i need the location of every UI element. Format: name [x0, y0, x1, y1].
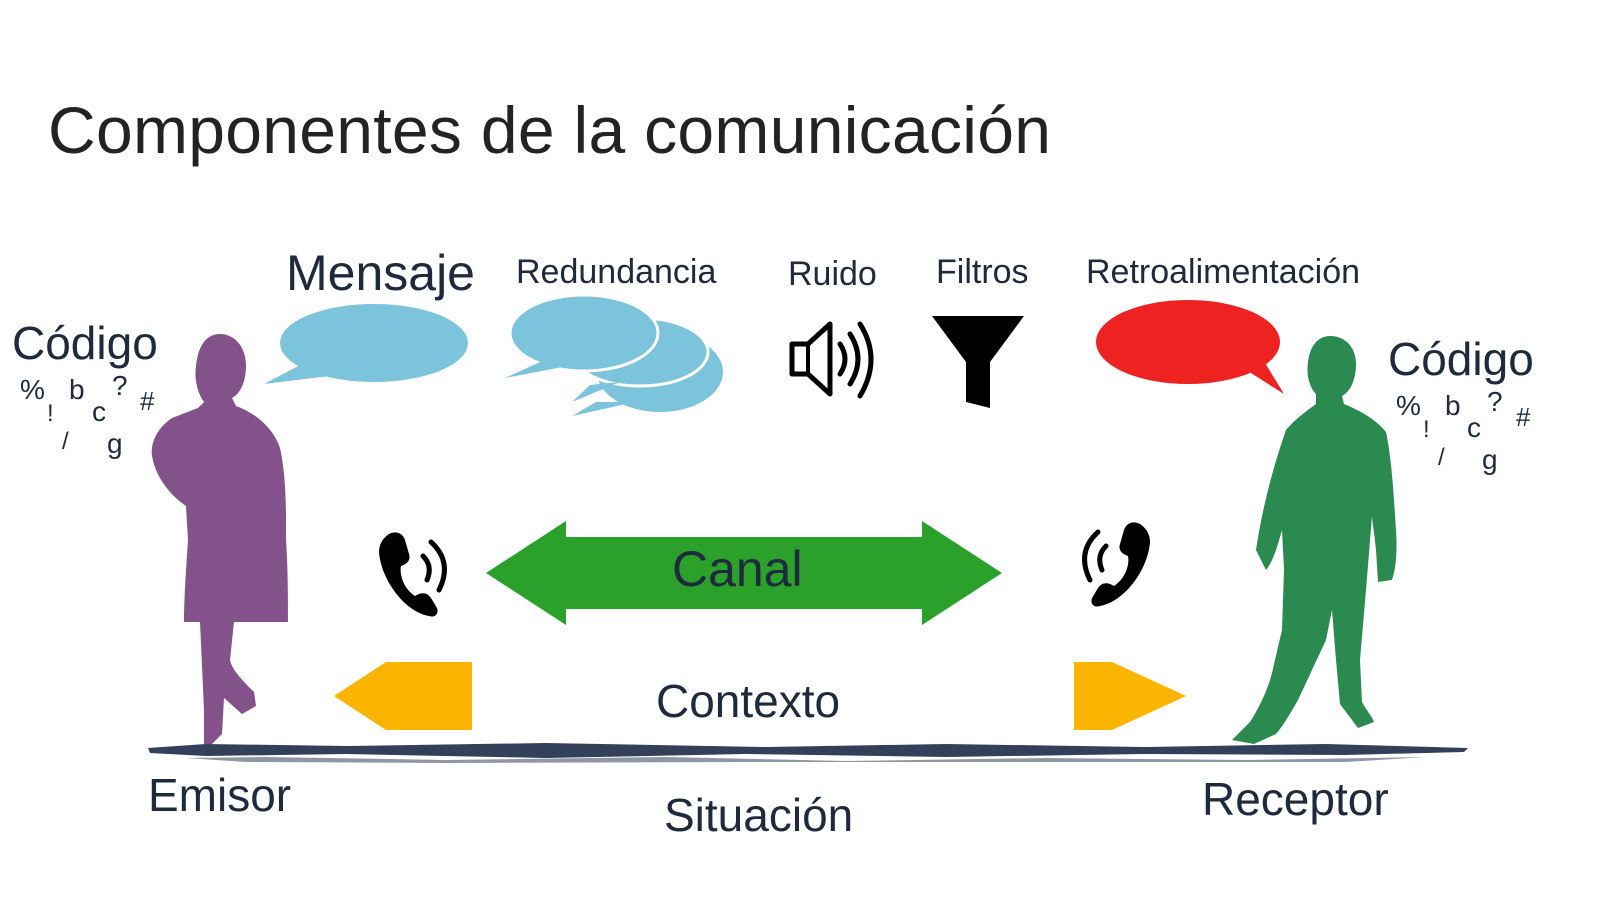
code-symbol: ? — [1487, 386, 1503, 417]
label-filtros: Filtros — [936, 253, 1029, 291]
speaker-icon — [789, 321, 874, 399]
contexto-arrow-right — [1074, 662, 1186, 730]
code-symbol: b — [1445, 390, 1461, 421]
code-symbol: c — [92, 396, 106, 427]
phone-icon — [1082, 522, 1150, 607]
label-situacion: Situación — [664, 789, 854, 841]
label-receptor: Receptor — [1202, 773, 1389, 825]
code-symbol: c — [1467, 412, 1481, 443]
ground-line — [148, 743, 1468, 763]
code-symbol: # — [1516, 402, 1531, 432]
label-contexto: Contexto — [656, 675, 841, 727]
speech-bubble-icon — [1096, 300, 1284, 394]
phone-icon — [379, 532, 447, 617]
code-symbol: % — [1396, 390, 1421, 421]
code-symbol: # — [140, 386, 155, 416]
emisor-silhouette — [151, 334, 288, 744]
label-emisor: Emisor — [148, 769, 292, 821]
label-codigo-left: Código — [12, 317, 158, 369]
canal-arrow — [486, 521, 1002, 625]
code-symbol: / — [62, 428, 69, 455]
contexto-arrow-left — [334, 662, 472, 730]
label-ruido: Ruido — [788, 255, 877, 293]
label-codigo-right: Código — [1388, 333, 1534, 385]
code-symbol: ! — [47, 400, 54, 427]
code-symbol: g — [107, 428, 123, 459]
code-symbol: ! — [1423, 416, 1430, 443]
label-mensaje: Mensaje — [286, 245, 475, 301]
label-canal: Canal — [672, 541, 803, 597]
page-title: Componentes de la comunicación — [48, 93, 1052, 167]
label-retroalimentacion: Retroalimentación — [1086, 253, 1361, 291]
label-redundancia: Redundancia — [516, 253, 717, 291]
funnel-icon — [932, 316, 1024, 408]
code-symbol: ? — [112, 370, 128, 401]
code-symbol: % — [20, 374, 45, 405]
code-symbol: g — [1482, 444, 1498, 475]
double-speech-bubble-icon — [505, 293, 723, 416]
code-symbol: / — [1438, 444, 1445, 471]
receptor-silhouette — [1232, 336, 1397, 744]
code-symbol: b — [69, 374, 85, 405]
speech-bubble-icon — [264, 304, 468, 384]
